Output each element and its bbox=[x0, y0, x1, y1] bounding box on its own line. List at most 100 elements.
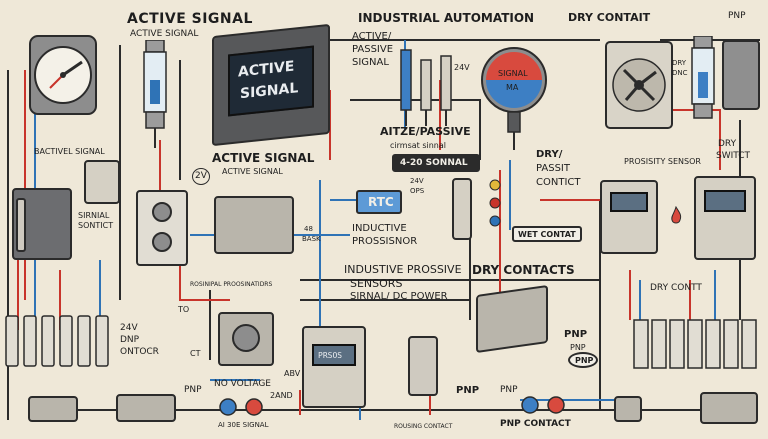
proximity-sensor-box bbox=[600, 180, 658, 254]
label-2and: 2AND bbox=[270, 391, 293, 400]
label-dry-contt: DRY CONTT bbox=[650, 283, 702, 293]
bottom-terminal-left bbox=[28, 396, 78, 422]
label-dry-switct-2: SWITCT bbox=[716, 151, 751, 161]
pnp-block-top-right bbox=[722, 40, 760, 110]
signal-display-module: ACTIVE SIGNAL bbox=[212, 23, 330, 147]
label-dry: DRY/ bbox=[536, 149, 563, 160]
label-prossisnor: PROSSISNOR bbox=[352, 236, 418, 247]
signal-controller-box bbox=[12, 188, 72, 260]
pnp-badge: PNP bbox=[568, 352, 598, 368]
pnp-badge-text: PNP bbox=[575, 356, 594, 365]
fan-icon bbox=[604, 40, 674, 130]
label-active-passive-1: ACTIVE/ bbox=[352, 31, 392, 42]
display-line-1: ACTIVE bbox=[238, 58, 295, 81]
bottom-terminal-right bbox=[700, 392, 758, 424]
display-screen: ACTIVE SIGNAL bbox=[228, 45, 314, 117]
label-contict: CONTICT bbox=[536, 177, 581, 188]
label-sontict: SONTICT bbox=[78, 221, 114, 230]
label-active-passive-3: SIGNAL bbox=[352, 57, 389, 68]
header-industrial-automation: INDUSTRIAL AUTOMATION bbox=[358, 11, 535, 25]
header-pnp: PNP bbox=[728, 11, 746, 21]
label-pnp-mid-2: PNP bbox=[570, 343, 586, 352]
fuse-icon bbox=[140, 39, 170, 150]
inductive-sensor-icon bbox=[452, 178, 472, 240]
dry-contacts-block bbox=[476, 284, 548, 354]
label-2v: 2V bbox=[192, 168, 210, 185]
wet-contat-text: WET CONTAT bbox=[518, 230, 576, 239]
label-24v-top: 24V bbox=[454, 63, 470, 72]
label-cirmsat-sinnal: cirmsat sinnal bbox=[390, 141, 446, 150]
label-no-voltage: NO VOLTAGE bbox=[214, 379, 271, 389]
dry-switch-display bbox=[704, 190, 746, 212]
label-sirnal-dc-power: SIRNAL/ DC POWER bbox=[350, 291, 448, 302]
label-active-passive-2: PASSIVE bbox=[352, 44, 394, 55]
label-rosinipal: ROSINIPAL PROOSINATIDRS bbox=[190, 281, 273, 288]
label-sirnial: SIRNIAL bbox=[78, 211, 110, 220]
gauge-label-signal: SIGNAL bbox=[498, 69, 528, 78]
dry-switch-box bbox=[694, 176, 756, 260]
motor-face bbox=[232, 324, 260, 352]
label-signal-bottom: AI 30E SIGNAL bbox=[218, 421, 269, 429]
label-dry-contacts: DRY CONTACTS bbox=[472, 263, 575, 277]
analog-gauge-icon bbox=[24, 32, 102, 118]
rtc-label: RTC bbox=[368, 195, 394, 209]
label-pnp-bottom-left: PNP bbox=[184, 385, 202, 395]
label-48: 48 bbox=[304, 225, 313, 233]
wet-contat-badge: WET CONTAT bbox=[512, 226, 582, 242]
bottom-valve-right bbox=[614, 396, 642, 422]
signal-gauge-icon: SIGNAL MA bbox=[478, 42, 550, 152]
label-bask: BASK bbox=[302, 235, 321, 243]
signal-processor-box bbox=[214, 196, 294, 254]
label-24v-dnp-3: ONTOCR bbox=[120, 347, 159, 357]
label-pnp-bottom-b: PNP bbox=[500, 385, 518, 395]
label-active-signal-mid-small: ACTIVE SIGNAL bbox=[222, 167, 283, 176]
label-pnp-bottom-a: PNP bbox=[456, 385, 480, 396]
sensor-lens-bottom bbox=[152, 232, 172, 252]
label-dry-dnc-1: DRY bbox=[672, 59, 687, 67]
label-dry-switct-1: DRY bbox=[718, 139, 737, 149]
relay-module-label: PRSOS bbox=[318, 351, 343, 360]
terminal-fuse-row bbox=[4, 312, 120, 370]
label-to: TO bbox=[178, 305, 190, 314]
flame-icon bbox=[668, 205, 684, 226]
rtc-module: RTC bbox=[356, 190, 402, 214]
bottom-sensor-pair-right bbox=[512, 394, 572, 416]
header-active-signal: ACTIVE SIGNAL bbox=[127, 11, 253, 27]
label-industive-prossive: INDUSTIVE PROSSIVE bbox=[344, 263, 462, 276]
label-bactivel-signal: BACTIVEL SIGNAL bbox=[34, 147, 105, 156]
label-dry-dnc-2: DNC bbox=[672, 69, 688, 77]
label-inductive: INDUCTIVE bbox=[352, 223, 407, 234]
terminal-block-center bbox=[408, 336, 438, 396]
label-rousing: ROUSING CONTACT bbox=[394, 423, 453, 430]
bottom-terminal-mid bbox=[116, 394, 176, 422]
label-pnp-mid: PNP bbox=[564, 329, 588, 340]
sensor-icon bbox=[136, 190, 188, 266]
label-24v-center: 24V bbox=[410, 177, 424, 185]
relay-icon bbox=[84, 160, 120, 204]
label-sensors: SENSORS bbox=[350, 277, 403, 290]
probe-sensor-icons bbox=[395, 40, 475, 130]
sensor-lens-top bbox=[152, 202, 172, 222]
status-lights bbox=[488, 178, 502, 238]
gauge-label-ma: MA bbox=[506, 83, 519, 92]
terminal-block-icon bbox=[16, 198, 26, 252]
proximity-display bbox=[610, 192, 648, 212]
header-dry-contact: DRY CONTAIT bbox=[568, 11, 651, 24]
relay-module-display: PRSOS bbox=[312, 344, 356, 366]
label-pnp-contact: PNP CONTACT bbox=[500, 419, 571, 429]
relay-module-bottom: PRSOS bbox=[302, 326, 366, 408]
label-passit: PASSIT bbox=[536, 163, 570, 174]
label-24v-dnp-1: 24V bbox=[120, 323, 138, 333]
label-prosisity-sensor: PROSISITY SENSOR bbox=[624, 157, 701, 166]
breaker-panel bbox=[632, 318, 762, 370]
label-active-signal-mid: ACTIVE SIGNAL bbox=[212, 151, 315, 165]
label-24v-dnp-2: DNP bbox=[120, 335, 140, 345]
label-ops: OPS bbox=[410, 187, 425, 195]
signal-4-20-text: 4-20 SONNAL bbox=[400, 158, 468, 168]
label-ct: CT bbox=[190, 349, 201, 358]
signal-4-20-badge: 4-20 SONNAL bbox=[392, 154, 480, 172]
bottom-sensor-pair-left bbox=[210, 396, 270, 418]
motor-sensor-icon bbox=[218, 312, 274, 366]
